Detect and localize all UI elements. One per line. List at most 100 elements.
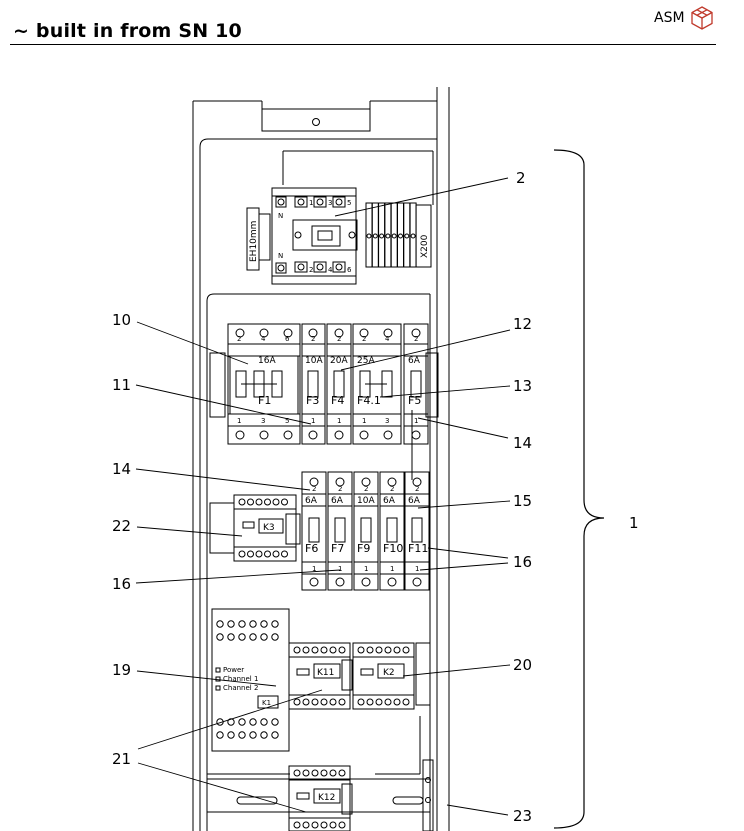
k3-screw-bottom [247, 550, 254, 558]
switch-screw-top [316, 198, 324, 206]
f9-band-bottom [353, 561, 379, 575]
callout-14-right: 14 [513, 434, 532, 452]
k3-screw-bottom [264, 550, 271, 558]
cube-logo-icon [690, 6, 713, 30]
asm-logo: ASM [654, 6, 713, 30]
heading-rule [10, 44, 716, 45]
f1-rating: 16A [258, 356, 276, 366]
k1-screw-bottom [260, 731, 268, 739]
k1-screw-top [249, 633, 257, 641]
k12-screw-bottom [302, 821, 310, 829]
fuse-screw-top [383, 328, 393, 338]
k1-screw-top [216, 620, 224, 628]
f11-top-number: 2 [415, 485, 419, 493]
f11-band-bottom [404, 561, 430, 575]
f1-bot-2: 3 [261, 417, 265, 425]
f41-top-2: 4 [385, 335, 390, 343]
switch-screw-top [335, 198, 343, 206]
relay-screw-top [375, 646, 383, 654]
fuse-screw-top [259, 328, 269, 338]
relay-screw-top [320, 646, 328, 654]
f1-bot-3: 5 [285, 417, 289, 425]
f10-body [379, 471, 405, 591]
f6-screw-bottom [309, 577, 319, 587]
f10-bottom-number: 1 [390, 565, 394, 573]
relay-screw-bottom [329, 698, 337, 706]
relay-screw-top [311, 646, 319, 654]
fuse-screw-bottom [259, 430, 269, 440]
f7-screw-top [335, 477, 345, 487]
callout-12: 12 [513, 315, 532, 333]
relay-screw-bottom [393, 698, 401, 706]
k3-screw-bottom [272, 550, 280, 558]
f7-band-top [327, 493, 353, 507]
switch-terminal-top [294, 196, 308, 208]
k12-screw-top [311, 769, 319, 777]
switch-screw-top [297, 198, 305, 206]
terminal-screw [366, 233, 372, 239]
relay-row: Power Channel 1 Channel 2 K1 K11 K2 [211, 608, 431, 752]
k1-screw-bottom [216, 731, 224, 739]
relay-screw-bottom [338, 698, 346, 706]
relay-screw-bottom [384, 698, 392, 706]
fuse-screw-bottom [308, 430, 318, 440]
k3-screw-top [281, 498, 288, 506]
f7-screw-bottom [335, 577, 345, 587]
k12-label: K12 [318, 793, 335, 803]
k1-screw-bottom [271, 731, 279, 739]
leader-lines [135, 177, 511, 816]
f10-name: F10 [383, 542, 403, 555]
f5-name: F5 [408, 394, 421, 407]
f11-name: F11 [408, 542, 428, 555]
f9-screw-top [361, 477, 371, 487]
k1-screw-top [227, 620, 235, 628]
k12-screw-bottom [311, 821, 319, 829]
f10-top-number: 2 [390, 485, 394, 493]
k3-screw-top [247, 498, 254, 506]
switch-terminal-bottom-label: 6 [347, 266, 352, 274]
f11-lever [411, 517, 423, 543]
k12-screw-bottom [329, 821, 337, 829]
logo-text: ASM [654, 10, 685, 26]
relay-screw-bottom [293, 698, 301, 706]
switch-left-label: EH10mm [249, 221, 259, 262]
f6-band-top [301, 493, 327, 507]
k3-screw-bottom [238, 550, 246, 558]
f1-top-2: 4 [261, 335, 266, 343]
f6-body [301, 471, 327, 591]
f1-bot-1: 1 [237, 417, 241, 425]
fuse-screw-top [359, 328, 369, 338]
switch-screw-bottom [335, 263, 343, 271]
callout-13: 13 [513, 377, 532, 395]
f4-name: F4 [331, 394, 344, 407]
fuse-screw-bottom [235, 430, 245, 440]
switch-n-top: N [278, 212, 283, 220]
callout-16-right: 16 [513, 553, 532, 571]
k1-text-power: Power [223, 666, 244, 674]
f9-top-number: 2 [364, 485, 368, 493]
k1-screw-top [238, 620, 246, 628]
relay-screw-bottom [357, 698, 365, 706]
switch-screw-bottom [316, 263, 324, 271]
brace [553, 149, 605, 829]
k3-label: K3 [263, 523, 275, 533]
f10-lever [386, 517, 398, 543]
f3-rating: 10A [305, 356, 323, 366]
fuse-row-1: 16A F1 10A F3 20A F4 25A F4.1 6A F5 2 [209, 323, 439, 445]
f7-name: F7 [331, 542, 344, 555]
callout-19: 19 [112, 661, 131, 679]
fuse-screw-top [411, 328, 421, 338]
relay-screw-bottom [311, 698, 319, 706]
k1-screw-bottom [227, 731, 235, 739]
f41-name: F4.1 [357, 394, 381, 407]
f41-top-1: 2 [362, 335, 366, 343]
f11-rating: 6A [408, 496, 421, 506]
f6-screw-top [309, 477, 319, 487]
f10-band-top [379, 493, 405, 507]
f5-bot: 1 [414, 417, 418, 425]
terminal-screw [385, 233, 391, 239]
switch-screw-bottom [297, 263, 305, 271]
relay-screw-top [357, 646, 365, 654]
k1-screw-bottom [249, 718, 257, 726]
switch-n-bottom: N [278, 252, 283, 260]
